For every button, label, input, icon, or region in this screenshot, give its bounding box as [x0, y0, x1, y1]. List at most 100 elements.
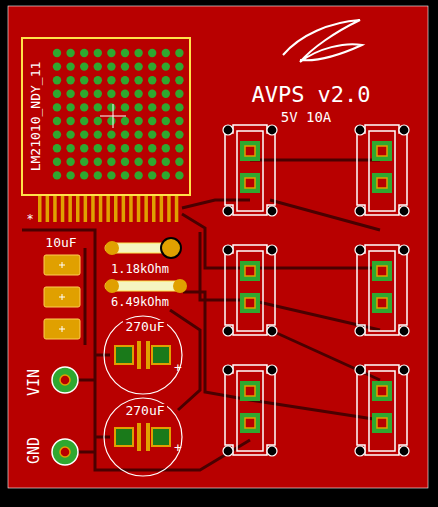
board-outline: [8, 6, 428, 488]
ic-pad-grid: [53, 49, 184, 180]
bga-pad: [94, 103, 102, 111]
ic-pin: [152, 196, 156, 222]
molex-connector: [223, 245, 277, 336]
bga-pad: [162, 144, 170, 152]
bga-pad: [162, 158, 170, 166]
bga-pad: [121, 62, 129, 70]
bga-pad: [53, 144, 61, 152]
bga-pad: [53, 158, 61, 166]
bga-pad: [80, 62, 88, 70]
bga-pad: [66, 103, 74, 111]
bga-pad: [80, 144, 88, 152]
bga-pad: [94, 90, 102, 98]
part-value: 6.49kOhm: [109, 296, 171, 308]
bga-pad: [94, 144, 102, 152]
rating-label: 5V 10A: [281, 110, 332, 124]
pin1-marker: *: [26, 213, 33, 225]
bga-pad: [94, 171, 102, 179]
part-value: 270uF: [123, 404, 166, 417]
bga-pad: [107, 49, 115, 57]
bga-pad: [66, 62, 74, 70]
molex-connector: [223, 125, 277, 216]
bga-pad: [80, 117, 88, 125]
terminals: [52, 367, 78, 465]
part-value: 1.18kOhm: [109, 263, 171, 275]
bga-pad: [66, 76, 74, 84]
bga-pad: [53, 130, 61, 138]
bga-pad: [148, 103, 156, 111]
molex-connector: [355, 245, 409, 336]
bga-pad: [121, 158, 129, 166]
ic-pin: [91, 196, 95, 222]
traces: [22, 160, 380, 470]
bga-pad: [175, 130, 183, 138]
bga-pad: [121, 103, 129, 111]
bga-pad: [162, 76, 170, 84]
bga-pad: [94, 130, 102, 138]
bga-pad: [134, 103, 142, 111]
ic-pin: [61, 196, 65, 222]
bga-pad: [80, 49, 88, 57]
ic-pin: [160, 196, 164, 222]
bga-pad: [148, 49, 156, 57]
bga-pad: [134, 171, 142, 179]
electrolytic-capacitors: [104, 316, 182, 476]
bga-pad: [162, 171, 170, 179]
bga-pad: [148, 130, 156, 138]
bga-pad: [175, 158, 183, 166]
ic-pin: [76, 196, 80, 222]
bga-pad: [175, 49, 183, 57]
bga-pad: [148, 144, 156, 152]
bga-pad: [121, 117, 129, 125]
bga-pad: [162, 49, 170, 57]
part-value: 10uF: [45, 236, 76, 249]
bga-pad: [162, 130, 170, 138]
ic-pin: [106, 196, 110, 222]
molex-connector: [355, 125, 409, 216]
net-name: VIN: [28, 368, 43, 395]
ic-pin: [46, 196, 50, 222]
bga-pad: [134, 62, 142, 70]
ic-pin: [137, 196, 141, 222]
bga-pad: [107, 62, 115, 70]
connectors: [223, 125, 409, 456]
bga-pad: [121, 130, 129, 138]
bga-pad: [134, 144, 142, 152]
bga-pad: [121, 171, 129, 179]
bga-pad: [53, 90, 61, 98]
bga-pad: [134, 130, 142, 138]
bga-pad: [107, 76, 115, 84]
bga-pad: [66, 130, 74, 138]
board-title: AVPS v2.0: [251, 84, 370, 106]
bga-pad: [107, 144, 115, 152]
bga-pad: [66, 117, 74, 125]
bga-pad: [94, 49, 102, 57]
ic-pin: [84, 196, 88, 222]
bga-pad: [175, 90, 183, 98]
bga-pad: [175, 117, 183, 125]
bga-pad: [134, 76, 142, 84]
bga-pad: [53, 103, 61, 111]
bga-pad: [175, 62, 183, 70]
bga-pad: [53, 117, 61, 125]
bga-pad: [94, 76, 102, 84]
smd-capacitors: [44, 255, 80, 339]
bga-pad: [175, 144, 183, 152]
bga-pad: [121, 144, 129, 152]
bga-pad: [94, 117, 102, 125]
bga-pad: [162, 103, 170, 111]
bga-pad: [121, 76, 129, 84]
bga-pad: [66, 144, 74, 152]
bga-pad: [66, 49, 74, 57]
bga-pad: [53, 171, 61, 179]
ic-pin: [38, 196, 42, 222]
bga-pad: [66, 171, 74, 179]
ic-pin: [114, 196, 118, 222]
bga-pad: [107, 103, 115, 111]
bga-pad: [53, 76, 61, 84]
bga-pad: [162, 90, 170, 98]
bga-pad: [80, 130, 88, 138]
ic-pin: [68, 196, 72, 222]
